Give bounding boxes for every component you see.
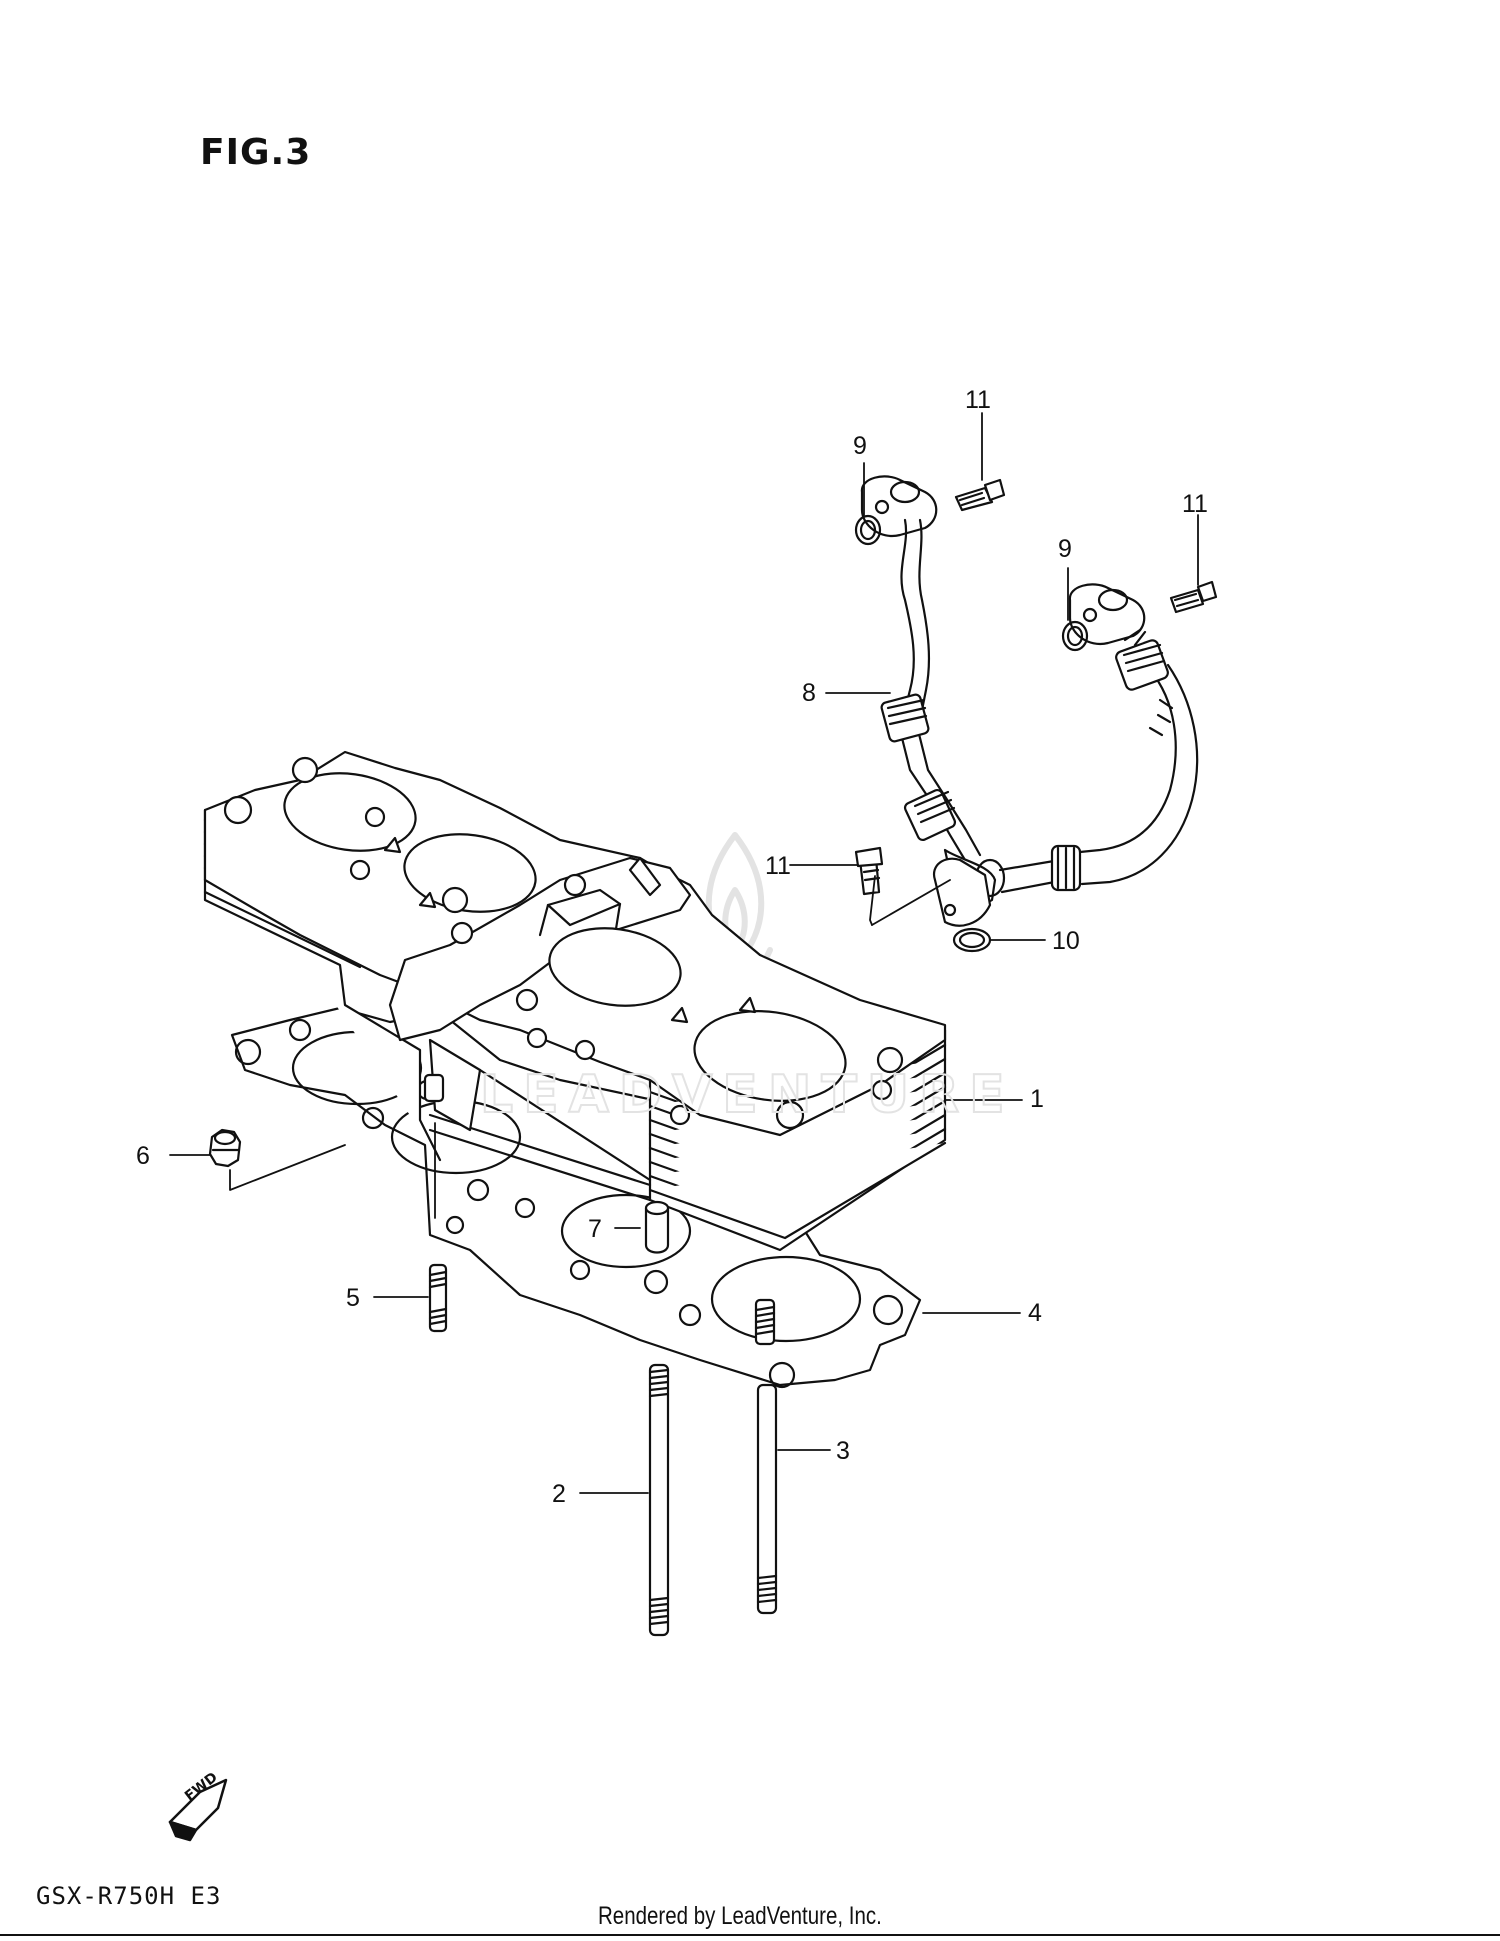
callout-2: 2	[552, 1480, 566, 1508]
callout-4: 4	[1028, 1299, 1042, 1327]
callout-9-right: 9	[1058, 535, 1072, 563]
footer-rule	[0, 1934, 1500, 1936]
callout-1: 1	[1030, 1085, 1044, 1113]
callout-6: 6	[136, 1142, 150, 1170]
callout-9-left: 9	[853, 432, 867, 460]
o-rings-part-9-10	[854, 514, 1089, 953]
callout-11-top: 11	[965, 386, 991, 414]
long-stud-part-2	[648, 1363, 670, 1637]
stud-in-base	[754, 1298, 776, 1346]
fwd-arrow-icon	[168, 1778, 228, 1842]
callout-11-mid: 11	[765, 852, 791, 880]
watermark-text: LEADVENTURE	[480, 1065, 1015, 1125]
cylinder-block-part-1	[203, 750, 947, 1252]
figure-title: FIG.3	[200, 132, 312, 173]
nut-part-6	[208, 1128, 242, 1168]
dowel-part-7	[644, 1200, 670, 1254]
callout-3: 3	[836, 1437, 850, 1465]
long-stud-part-3	[756, 1383, 778, 1615]
callout-5: 5	[346, 1284, 360, 1312]
render-credit: Rendered by LeadVenture, Inc.	[598, 1902, 882, 1930]
oil-hose-part-8	[860, 475, 1199, 927]
base-gasket-part-4	[230, 1006, 922, 1389]
stud-part-5	[428, 1263, 448, 1333]
model-code: GSX-R750H E3	[36, 1882, 222, 1910]
leader-lines	[169, 412, 1199, 1494]
callout-7: 7	[588, 1215, 602, 1243]
callout-8: 8	[802, 679, 816, 707]
callout-11-right: 11	[1182, 490, 1208, 518]
callout-10: 10	[1052, 927, 1080, 955]
